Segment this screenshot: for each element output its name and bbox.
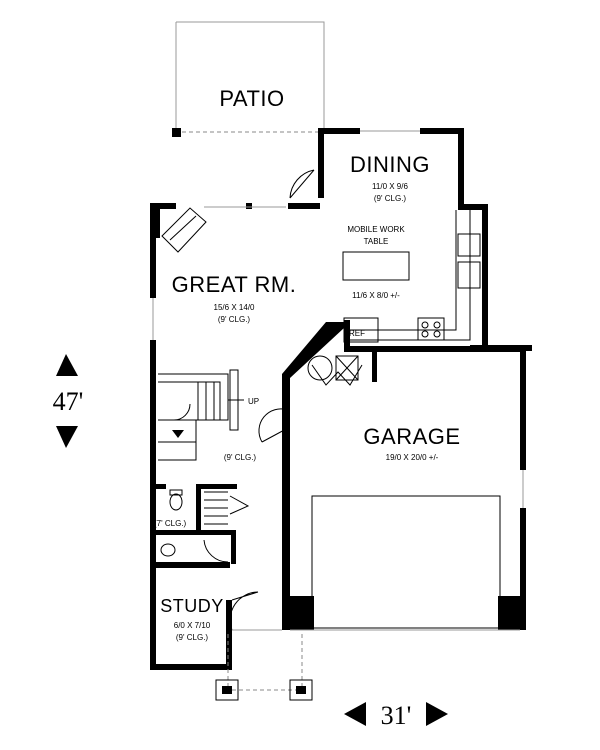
doors-windows — [152, 130, 524, 701]
arrow-right-icon — [426, 702, 448, 726]
study-size: 6/0 X 7/10 — [174, 621, 211, 630]
study-ceiling: (9' CLG.) — [176, 633, 209, 642]
garage-size: 19/0 X 20/0 +/- — [386, 453, 439, 462]
dining-size: 11/0 X 9/6 — [372, 182, 408, 191]
dining-ceiling: (9' CLG.) — [374, 194, 407, 203]
exterior-walls — [150, 128, 532, 670]
fixtures — [158, 207, 481, 557]
patio-label: PATIO — [219, 86, 284, 111]
mobile-work-table — [342, 251, 410, 281]
width-label: 31' — [381, 701, 412, 730]
width-dimension: 31' — [344, 701, 448, 730]
ref-label: REF — [349, 329, 365, 338]
work-table-label-2: TABLE — [364, 237, 389, 246]
kitchen-size: 11/6 X 8/0 +/- — [352, 291, 400, 300]
arrow-up-icon — [56, 354, 78, 376]
study-label: STUDY — [160, 596, 224, 616]
work-table-label-1: MOBILE WORK — [347, 225, 405, 234]
great-room-ceiling: (9' CLG.) — [218, 315, 251, 324]
patio-area: PATIO — [172, 21, 325, 137]
staircase — [158, 369, 244, 461]
stair-up-label: UP — [248, 397, 259, 406]
depth-dimension: 47' — [53, 354, 84, 448]
room-labels: DINING 11/0 X 9/6 (9' CLG.) MOBILE WORK … — [154, 152, 460, 642]
hall-ceiling: (9' CLG.) — [224, 453, 257, 462]
great-room-label: GREAT RM. — [172, 272, 297, 297]
arrow-left-icon — [344, 702, 366, 726]
arrow-down-icon — [56, 426, 78, 448]
refrigerator — [343, 317, 379, 343]
great-room-size: 15/6 X 14/0 — [214, 303, 255, 312]
garage-label: GARAGE — [363, 424, 460, 449]
bath-ceiling: (7' CLG.) — [154, 519, 187, 528]
dining-label: DINING — [350, 152, 430, 177]
depth-label: 47' — [53, 387, 84, 416]
